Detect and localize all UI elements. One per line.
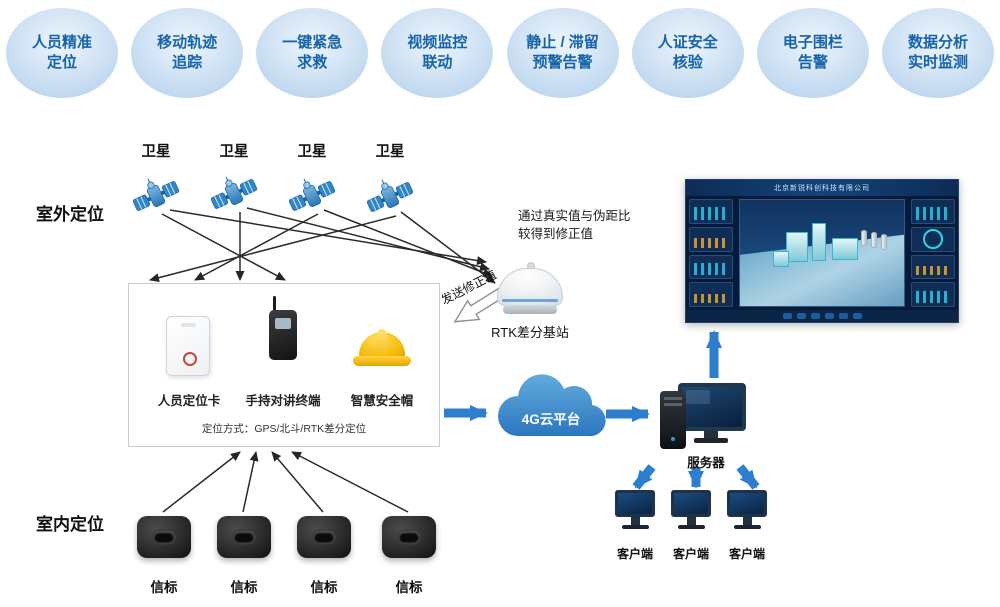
feature-badge: 电子围栏 告警 (756, 8, 869, 98)
satellite-label: 卫星 (375, 144, 405, 160)
feature-badge: 数据分析 实时监测 (881, 8, 994, 98)
beacon-label: 信标 (150, 580, 178, 595)
positioning-card-label: 人员定位卡 (157, 394, 221, 408)
dashboard-toolbar (686, 310, 958, 322)
beacon-label: 信标 (395, 580, 423, 595)
client-label: 客户端 (672, 547, 709, 561)
client-computer-icon (612, 490, 658, 536)
client-label: 客户端 (616, 547, 653, 561)
terminal-devices-box: 人员定位卡 手持对讲终端 智慧安全帽 定位方式：GPS/北斗/RTK差分定位 (128, 283, 440, 447)
feature-label: 数据分析 实时监测 (907, 33, 968, 71)
dashboard-left-panels (686, 196, 736, 310)
dashboard-right-panels (908, 196, 958, 310)
feature-label: 人证安全 核验 (657, 33, 718, 71)
feature-badge: 移动轨迹 追踪 (131, 8, 244, 98)
rtk-base-station-icon (497, 262, 563, 314)
feature-badge: 一键紧急 求救 (256, 8, 369, 98)
satellite-icon (126, 168, 182, 216)
feature-badge: 静止 / 滞留 预警告警 (506, 8, 619, 98)
satellite-icon (282, 168, 338, 216)
feature-label: 静止 / 滞留 预警告警 (526, 33, 599, 71)
positioning-card-icon (166, 316, 210, 376)
dashboard-screenshot: 北京新锐科创科技有限公司 (685, 179, 959, 323)
feature-badges-row: 人员精准 定位 移动轨迹 追踪 一键紧急 求救 视频监控 联动 静止 / 滞留 … (0, 8, 1000, 98)
outdoor-section-label: 室外定位 (36, 205, 104, 224)
rtk-label: RTK差分基站 (491, 325, 569, 340)
walkie-talkie-icon (269, 296, 299, 362)
client-computer-icon (668, 490, 714, 536)
beacon-label: 信标 (310, 580, 338, 595)
feature-label: 移动轨迹 追踪 (157, 33, 218, 71)
satellite-label: 卫星 (141, 144, 171, 160)
positioning-method-label: 定位方式：GPS/北斗/RTK差分定位 (201, 423, 367, 435)
feature-label: 人员精准 定位 (31, 33, 92, 71)
beacon-icon (382, 516, 436, 558)
cloud-platform-label: 4G云平台 (521, 412, 581, 427)
safety-helmet-icon (353, 329, 411, 368)
beacon-icon (217, 516, 271, 558)
smart-helmet-label: 智慧安全帽 (350, 394, 414, 408)
cloud-platform-icon: 4G云平台 (492, 372, 610, 450)
feature-badge: 人证安全 核验 (631, 8, 744, 98)
feature-badge: 视频监控 联动 (381, 8, 494, 98)
feature-badge: 人员精准 定位 (6, 8, 118, 98)
feature-label: 一键紧急 求救 (282, 33, 343, 71)
satellite-label: 卫星 (297, 144, 327, 160)
indoor-section-label: 室内定位 (36, 515, 104, 534)
feature-label: 视频监控 联动 (407, 33, 468, 71)
beacon-icon (137, 516, 191, 558)
correction-note: 通过真实值与伪距比 较得到修正值 (518, 209, 631, 242)
beacon-label: 信标 (230, 580, 258, 595)
dashboard-title: 北京新锐科创科技有限公司 (686, 180, 958, 196)
dashboard-3d-view (739, 199, 905, 307)
beacon-icon (297, 516, 351, 558)
client-computer-icon (724, 490, 770, 536)
satellite-label: 卫星 (219, 144, 249, 160)
satellite-icon (360, 169, 416, 217)
intercom-terminal-label: 手持对讲终端 (245, 394, 321, 408)
client-label: 客户端 (728, 547, 765, 561)
feature-label: 电子围栏 告警 (782, 33, 843, 71)
server-label: 服务器 (687, 456, 725, 470)
satellite-icon (204, 166, 260, 214)
server-icon (660, 383, 752, 455)
